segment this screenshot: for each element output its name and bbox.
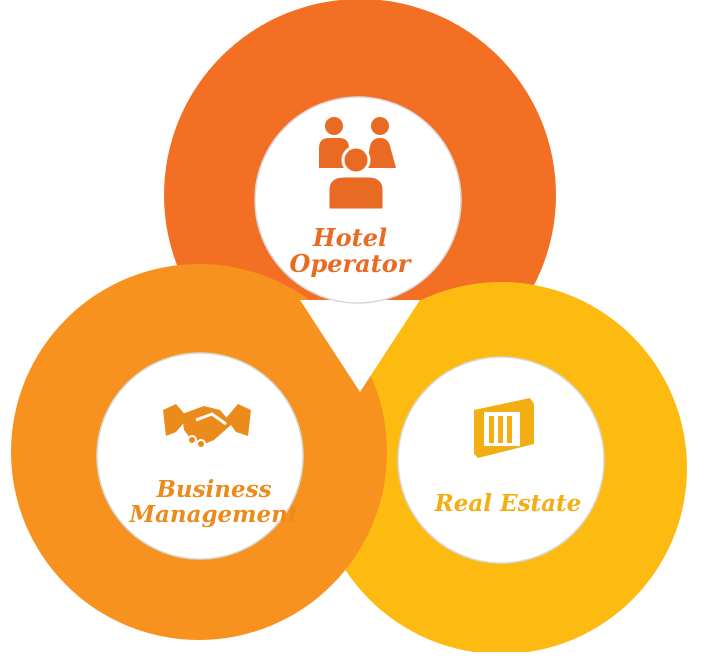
business-management-label: Business Management [120, 476, 308, 528]
hotel-operator-label: Hotel Operator [268, 225, 432, 277]
handshake-icon [163, 404, 251, 449]
overlap-center [300, 300, 420, 392]
realestate-inner-circle [397, 356, 605, 564]
business-label-line1: Business [156, 476, 272, 503]
people-group-icon [319, 117, 396, 212]
hotel-label-line2: Operator [289, 248, 411, 278]
business-label-line2: Management [129, 500, 299, 528]
hotel-label-line1: Hotel [312, 223, 388, 252]
realestate-label-text: Real Estate [434, 490, 582, 517]
real-estate-label: Real Estate [424, 490, 592, 517]
business-inner-circle [96, 352, 304, 560]
building-icon [474, 398, 534, 458]
